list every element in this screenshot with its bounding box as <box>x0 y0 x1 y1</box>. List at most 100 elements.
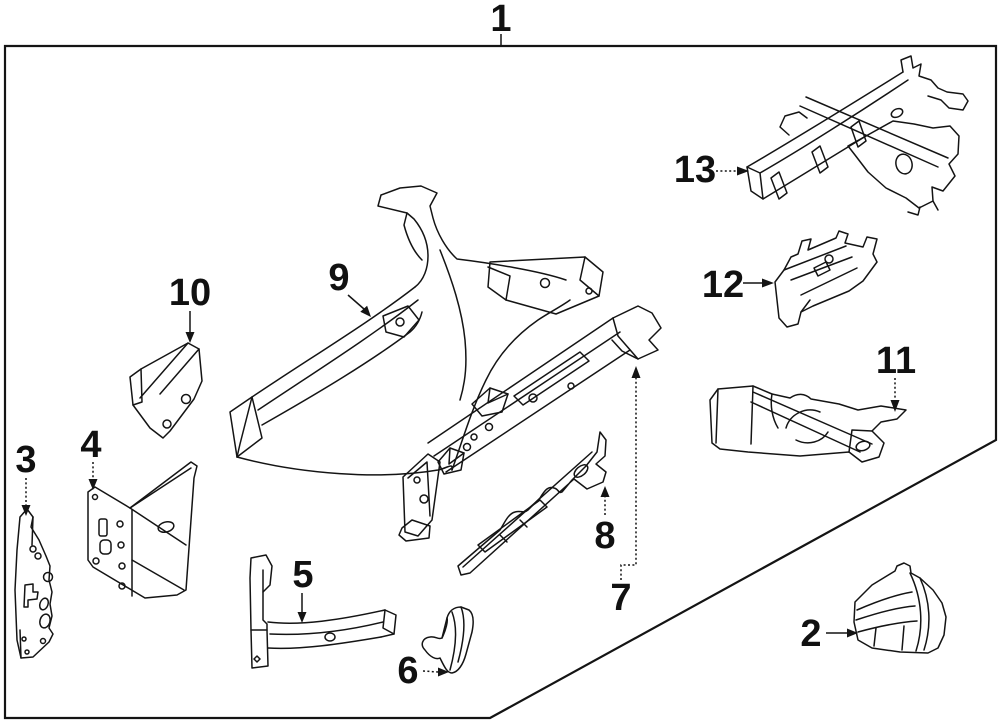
part-5[interactable] <box>249 554 397 669</box>
part-2-fin-1 <box>919 577 930 651</box>
callout-3-arrowhead <box>21 505 31 516</box>
part-8[interactable] <box>457 431 607 576</box>
part-9-panel-right-edge <box>451 299 571 471</box>
part-4-hole-5 <box>91 493 99 501</box>
part-3-hole-7 <box>24 649 30 655</box>
callout-5[interactable]: 5 <box>292 554 314 623</box>
part-13[interactable] <box>746 55 969 216</box>
part-3[interactable] <box>14 508 54 659</box>
callout-9[interactable]: 9 <box>328 257 371 317</box>
part-12-inner-plate <box>813 261 831 277</box>
callout-8[interactable]: 8 <box>594 486 616 557</box>
part-7[interactable] <box>398 305 662 542</box>
callout-9-label[interactable]: 9 <box>328 257 349 299</box>
callout-3-label[interactable]: 3 <box>15 439 36 481</box>
part-7-stub-upper <box>471 387 509 417</box>
callout-5-label[interactable]: 5 <box>292 554 313 596</box>
callout-1-label[interactable]: 1 <box>490 0 511 40</box>
part-12-foot-fold <box>800 299 811 313</box>
part-2-crease-3 <box>857 620 918 633</box>
part-13-slot-2 <box>811 145 829 174</box>
part-4-hole-1 <box>116 520 124 528</box>
part-10-hole-1 <box>180 393 192 405</box>
part-2-outline <box>853 562 947 654</box>
part-7-end-plate <box>402 453 441 537</box>
part-7-hole-2 <box>413 476 421 484</box>
part-12-hole <box>824 254 834 264</box>
part-9-rail-inner-1 <box>257 299 419 411</box>
part-2[interactable] <box>853 562 947 654</box>
part-9[interactable] <box>229 185 604 476</box>
part-13-notch-tab <box>779 111 808 136</box>
part-3-hole-8 <box>39 637 47 645</box>
part-8-outline <box>457 431 607 576</box>
callout-3[interactable]: 3 <box>15 439 37 516</box>
part-4-slot-2 <box>99 539 112 555</box>
callout-8-label[interactable]: 8 <box>594 515 615 557</box>
callout-10[interactable]: 10 <box>169 272 211 343</box>
part-13-top-forks <box>900 55 969 111</box>
part-7-hole-5 <box>484 422 494 432</box>
callout-7-arrowhead <box>631 366 641 378</box>
part-11-box-fold-1 <box>715 388 719 444</box>
part-11-arm-top <box>752 391 873 445</box>
callout-11[interactable]: 11 <box>876 340 916 412</box>
part-7-hole-4 <box>470 433 478 441</box>
callout-7-leader <box>620 378 637 580</box>
part-10-outline <box>129 342 203 439</box>
callout-12-label[interactable]: 12 <box>702 264 744 306</box>
callout-4-label[interactable]: 4 <box>80 424 101 466</box>
part-10[interactable] <box>129 342 203 439</box>
part-4[interactable] <box>87 461 198 599</box>
part-7-rail-top <box>427 317 614 444</box>
part-13-hole-small <box>890 107 904 119</box>
part-5-foot-hole <box>253 655 261 663</box>
callout-13-label[interactable]: 13 <box>674 149 716 191</box>
part-9-bracket-fold-2 <box>487 266 511 301</box>
callout-1[interactable]: 1 <box>490 0 512 47</box>
callout-2[interactable]: 2 <box>800 613 858 655</box>
part-8-slot-divider-2 <box>519 519 528 528</box>
part-5-hole <box>324 632 336 642</box>
part-13-slot-1 <box>770 171 788 200</box>
callout-11-label[interactable]: 11 <box>876 340 916 382</box>
part-11-foot-hole <box>855 440 871 452</box>
part-10-hole-2 <box>162 419 172 429</box>
part-3-slot <box>23 583 39 608</box>
part-9-bracket <box>487 256 604 315</box>
callout-10-label[interactable]: 10 <box>169 272 211 314</box>
part-13-top-edge <box>746 71 904 168</box>
part-11[interactable] <box>709 385 907 463</box>
part-5-arm-top <box>267 609 386 624</box>
callout-2-label[interactable]: 2 <box>800 613 821 655</box>
part-9-gusset-hole <box>395 317 405 327</box>
part-12[interactable] <box>774 230 878 328</box>
callout-13[interactable]: 13 <box>674 149 749 191</box>
part-7-end-plate-fold <box>407 461 431 517</box>
callout-6-label[interactable]: 6 <box>397 650 418 692</box>
part-4-ridge <box>129 467 192 509</box>
part-13-hole-large <box>895 153 913 175</box>
part-3-fold <box>19 516 34 659</box>
callout-4[interactable]: 4 <box>80 424 102 490</box>
part-6[interactable] <box>421 606 474 674</box>
callout-10-arrowhead <box>185 332 195 343</box>
part-10-fold-1 <box>132 368 143 406</box>
part-4-outline <box>87 461 198 599</box>
callout-13-arrowhead <box>737 166 749 176</box>
callout-7[interactable]: 7 <box>610 366 641 619</box>
part-9-gusset-plate <box>382 305 420 338</box>
callout-12[interactable]: 12 <box>702 264 774 306</box>
part-12-outline <box>774 230 878 328</box>
callout-6[interactable]: 6 <box>397 650 449 692</box>
callout-11-arrowhead <box>890 400 900 412</box>
part-9-panel-crease <box>439 249 467 401</box>
part-5-arm-cap <box>380 609 397 638</box>
part-2-crease-1 <box>856 591 913 611</box>
callout-7-label[interactable]: 7 <box>610 577 631 619</box>
part-7-foot <box>398 519 431 542</box>
part-7-end-flange-fold <box>612 317 639 360</box>
callout-9-leader <box>347 294 365 310</box>
part-7-end-flange <box>611 305 662 360</box>
